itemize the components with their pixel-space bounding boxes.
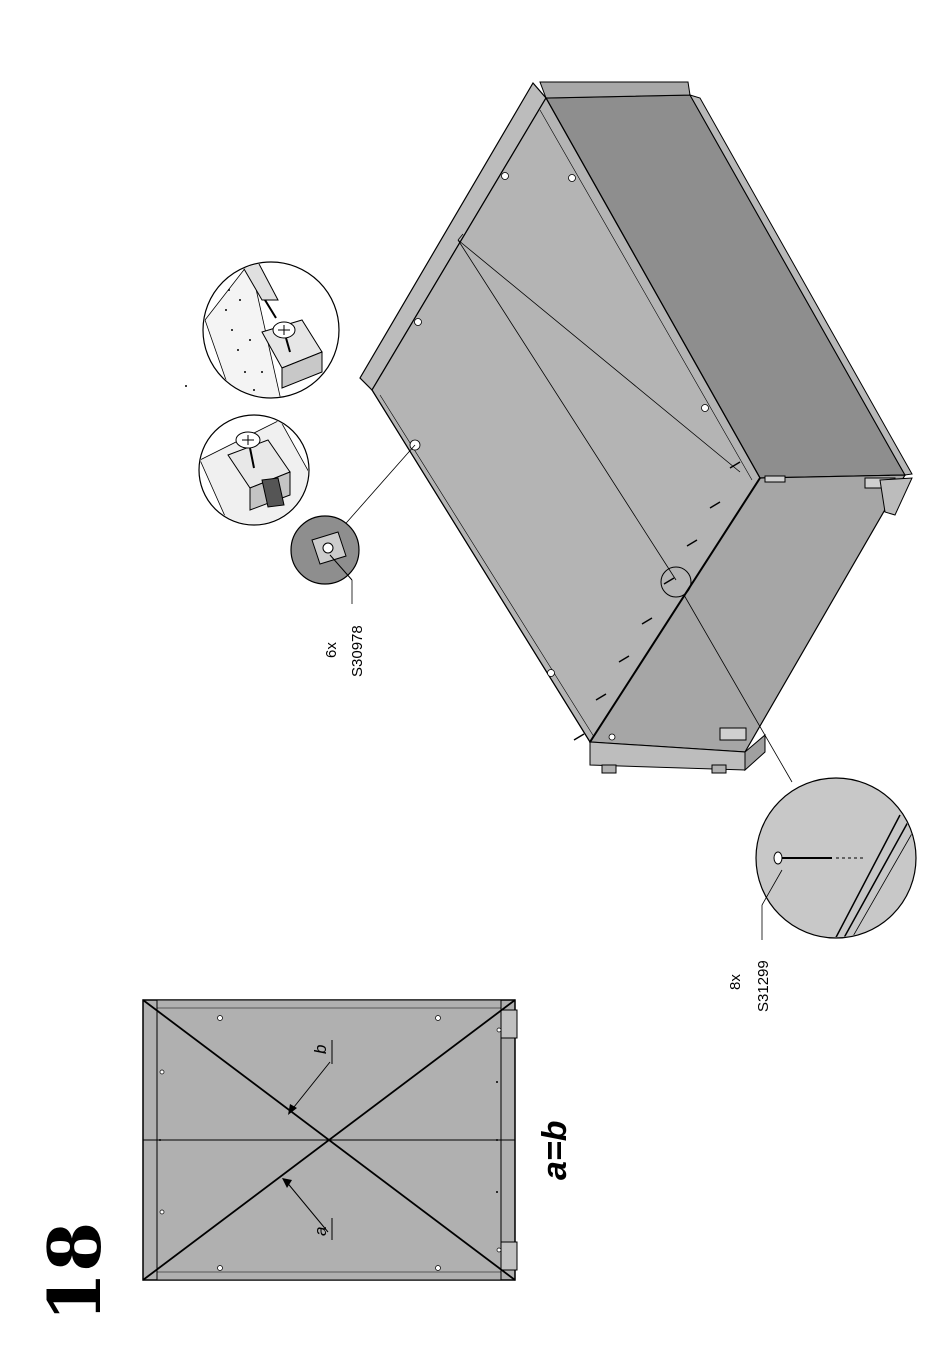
detail-screw-block-small [291,516,359,604]
part-label-nail: 8x S31299 [727,960,772,1012]
part-quantity-screw: 6x [323,642,340,658]
part-quantity-nail: 8x [727,974,744,990]
detail-nail [756,778,916,945]
part-code-nail: S31299 [755,960,772,1012]
squareness-check: b a [143,1000,517,1280]
label-b: b [311,1045,330,1054]
equation-a-equals-b: a=b [536,1120,574,1180]
part-code-screw: S30978 [349,625,366,677]
step-number: 18 [32,1222,117,1322]
label-a: a [311,1227,330,1236]
part-label-screw: 6x S30978 [323,625,366,677]
cabinet-assembly [340,82,912,782]
detail-screw-block-large [203,262,339,420]
